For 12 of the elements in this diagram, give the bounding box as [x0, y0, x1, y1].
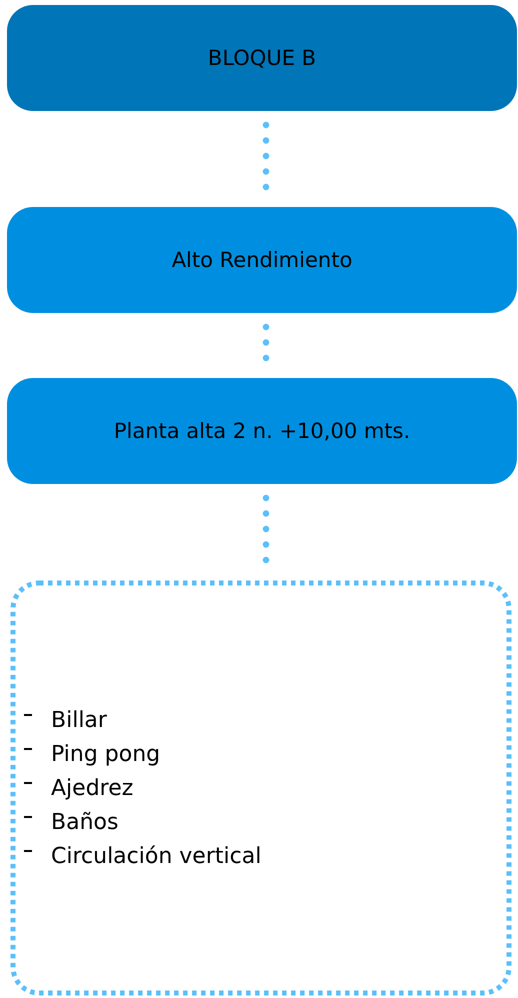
list-item: Baños	[51, 810, 118, 834]
dotted-list-box	[10, 580, 512, 996]
process-box	[7, 378, 517, 484]
list-item: Ajedrez	[51, 776, 134, 800]
list-item: Circulación vertical	[51, 844, 262, 868]
list-item: Ping pong	[51, 742, 160, 766]
box-label: Planta alta 2 n. +10,00 mts.	[114, 419, 410, 443]
process-box	[7, 5, 517, 111]
box-label: Alto Rendimiento	[172, 248, 352, 272]
process-box	[7, 207, 517, 313]
list-item: Billar	[51, 708, 107, 732]
box-label: BLOQUE B	[208, 46, 316, 70]
